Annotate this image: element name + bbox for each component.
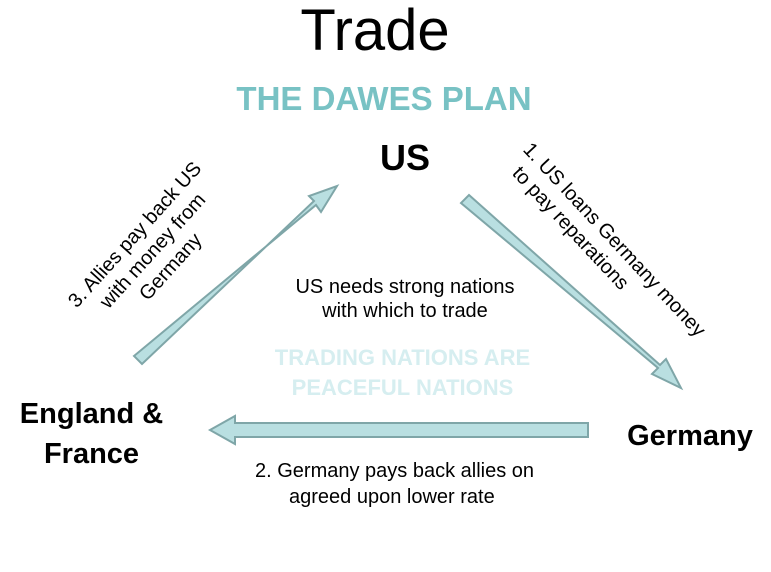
arrow-germany-to-allies [207,414,589,446]
center-note-line1: US needs strong nations [295,276,515,298]
node-england-line: England & [19,398,164,430]
node-us: US [379,137,430,178]
page-subtitle: THE DAWES PLAN [236,80,532,117]
node-france-line: France [43,438,140,470]
arrow-allies-to-us [132,184,340,366]
page-title: Trade [300,0,450,63]
node-germany: Germany [627,420,753,452]
faint-note-line1: TRADING NATIONS ARE [274,345,531,370]
arrow-us-to-germany [459,193,684,391]
step2-label: 2. Germany pays back allies on agreed up… [255,458,615,510]
node-england-france: England & France [14,394,169,474]
faint-note-line2: PEACEFUL NATIONS [291,375,514,400]
faint-note: TRADING NATIONS ARE PEACEFUL NATIONS [250,343,555,403]
step2-line2: agreed upon lower rate [289,486,495,508]
center-note: US needs strong nations with which to tr… [250,275,560,323]
center-note-line2: with which to trade [322,300,488,322]
step2-line1: 2. Germany pays back allies on [255,460,535,482]
